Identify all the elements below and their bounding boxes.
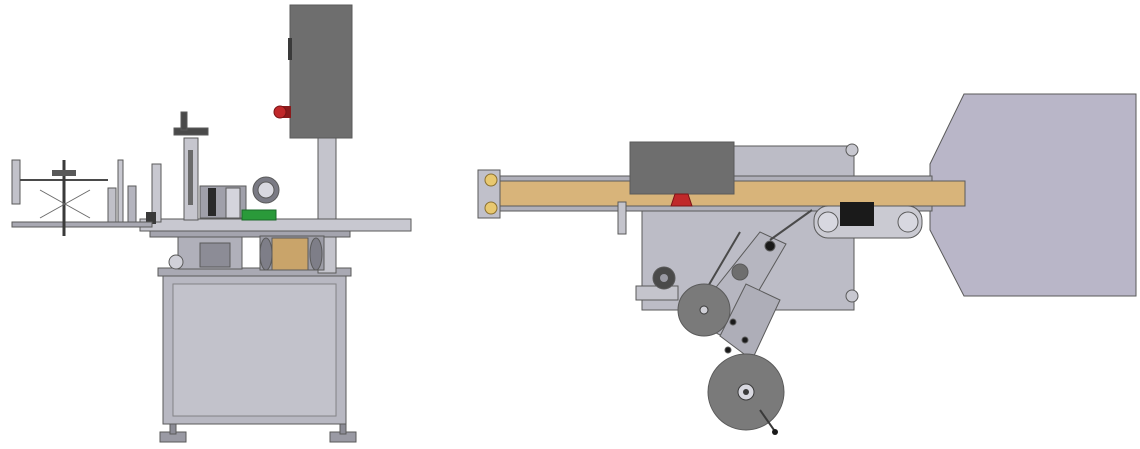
stepper-motor — [635, 266, 679, 301]
top-view — [477, 93, 1137, 435]
unwind-arm — [11, 159, 153, 236]
label-guide-posts — [107, 159, 162, 225]
sensor-gauge — [241, 176, 280, 221]
adjust-knob — [168, 254, 184, 270]
end-pulley — [477, 169, 501, 219]
control-box — [289, 4, 353, 139]
press-red-pad — [670, 193, 693, 207]
emergency-stop-button — [273, 105, 287, 119]
labeling-head — [173, 111, 247, 221]
control-box-hinge — [288, 38, 292, 60]
cabinet-door-panel — [172, 283, 337, 417]
transmission-plate — [199, 242, 231, 268]
belt-tensioner — [813, 202, 923, 239]
drive-roller — [259, 235, 325, 271]
guide-bracket — [617, 201, 627, 235]
conveyor-deck-underside — [149, 230, 351, 238]
label-roll-large — [707, 353, 785, 435]
side-view — [11, 4, 412, 443]
feed-hopper — [929, 93, 1137, 297]
top-press-module — [629, 141, 735, 195]
corner-bolt — [845, 143, 859, 157]
machine-feet — [159, 423, 357, 443]
label-roll-small — [677, 283, 731, 337]
conveyor-deck — [139, 218, 412, 232]
cabinet-top-rim — [157, 267, 352, 277]
corner-bolt — [845, 289, 859, 303]
